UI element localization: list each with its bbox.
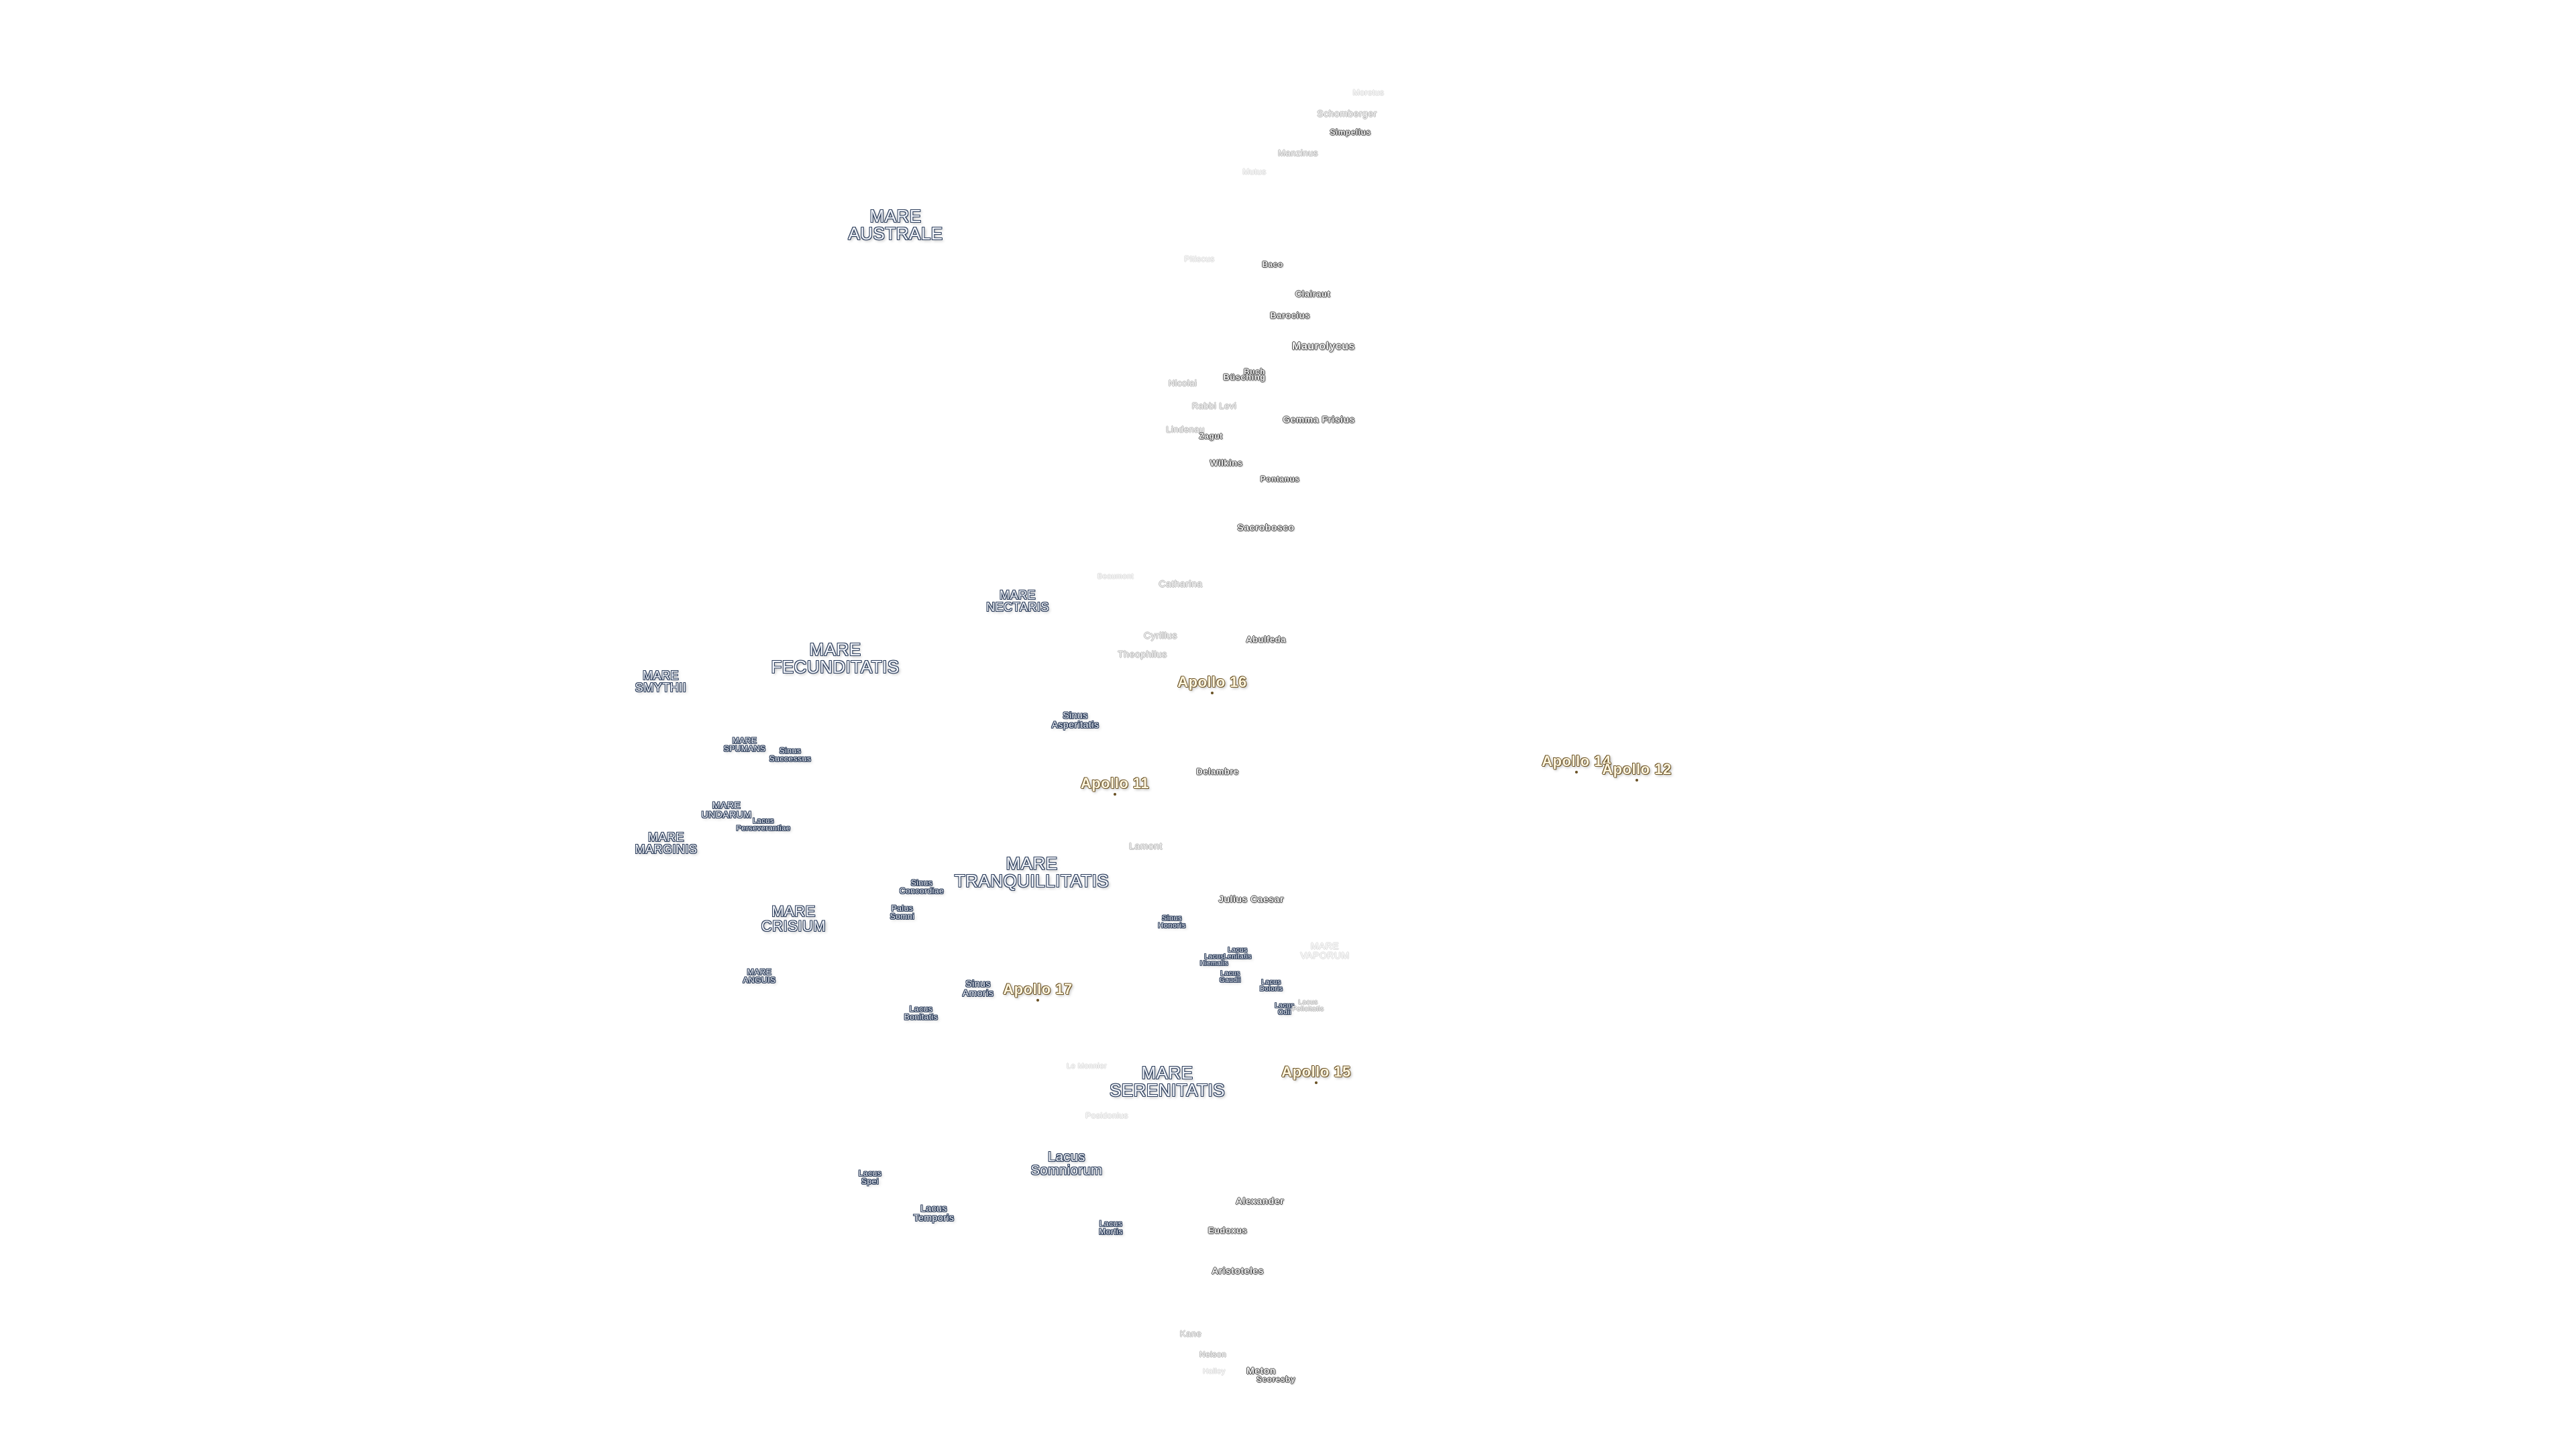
- map-label-catharina: Catharina: [1159, 578, 1203, 589]
- map-label-lacus-odii: Lacus Odii: [1275, 1002, 1295, 1016]
- map-label-clairaut: Clairaut: [1295, 288, 1331, 299]
- map-label-rabbi-levi: Rabbi Levi: [1191, 400, 1237, 411]
- map-label-lacus-bonitatis: Lacus Bonitatis: [904, 1004, 938, 1022]
- map-label-palus-somni: Palus Somni: [890, 904, 915, 921]
- map-label-julius-caesar: Julius Caesar: [1218, 894, 1284, 904]
- map-label-baco: Baco: [1262, 260, 1283, 269]
- apollo-site-apollo-16: Apollo 16: [1177, 674, 1247, 690]
- map-label-sinus-concordiae: Sinus Concordiae: [899, 878, 945, 896]
- landing-site-marker-icon: [1635, 779, 1638, 782]
- map-label-scoresby: Scoresby: [1256, 1375, 1296, 1384]
- map-label-nicolai: Nicolai: [1168, 378, 1197, 388]
- map-label-sinus-successus: Sinus Successus: [769, 746, 812, 763]
- map-label-moretus: Moretus: [1352, 88, 1385, 97]
- map-label-lacus-somniorum: Lacus Somniorum: [1030, 1150, 1103, 1178]
- apollo-site-apollo-15: Apollo 15: [1281, 1063, 1351, 1080]
- map-label-sinus-asperitatis: Sinus Asperitatis: [1051, 710, 1099, 730]
- landing-site-marker-icon: [1575, 771, 1578, 773]
- map-label-wilkins: Wilkins: [1210, 458, 1243, 468]
- map-label-lacus-lenitatis: Lacus Lenitatis: [1224, 947, 1252, 961]
- map-label-mutus: Mutus: [1242, 167, 1267, 176]
- map-label-maurolycus: Maurolycus: [1292, 341, 1355, 352]
- map-label-b-sching: Büsching: [1223, 372, 1266, 382]
- landing-site-marker-icon: [1036, 999, 1039, 1002]
- map-label-mare-crisium: MARE CRISIUM: [761, 903, 826, 934]
- map-label-posidonius: Posidonius: [1085, 1111, 1128, 1120]
- map-label-lindenau: Lindenau: [1166, 424, 1205, 435]
- map-label-manzinus: Manzinus: [1278, 148, 1318, 158]
- map-label-halley: Halley: [1203, 1367, 1226, 1376]
- apollo-site-apollo-12: Apollo 12: [1602, 761, 1672, 777]
- map-label-lacus-hiemalis: Lacus Hiemalis: [1199, 953, 1229, 967]
- map-label-simpelius: Simpelius: [1330, 127, 1371, 137]
- map-label-meton: Meton: [1246, 1365, 1276, 1376]
- map-label-pitiscus: Pitiscus: [1184, 254, 1215, 264]
- map-label-abulfeda: Abulfeda: [1246, 634, 1286, 645]
- map-label-alexander: Alexander: [1235, 1195, 1285, 1206]
- apollo-site-apollo-17: Apollo 17: [1003, 981, 1073, 998]
- map-label-pontanus: Pontanus: [1260, 474, 1300, 484]
- map-label-lacus-mortis: Lacus Mortis: [1099, 1219, 1123, 1236]
- map-label-mare-australe: MARE AUSTRALE: [848, 206, 943, 244]
- map-label-mare-marginis: MARE MARGINIS: [635, 830, 698, 856]
- map-label-eudoxus: Eudoxus: [1208, 1225, 1248, 1236]
- landing-site-marker-icon: [1315, 1081, 1318, 1084]
- map-label-mare-spumans: MARE SPUMANS: [723, 736, 766, 753]
- map-label-sinus-amoris: Sinus Amoris: [962, 978, 994, 998]
- map-label-lacus-doloris: Lacus Doloris: [1259, 979, 1283, 993]
- map-label-mare-anguis: MARE ANGUIS: [743, 967, 776, 985]
- map-label-barocius: Barocius: [1270, 310, 1310, 321]
- map-label-le-monnier: Le Monnier: [1066, 1062, 1108, 1071]
- map-label-kane: Kane: [1179, 1328, 1202, 1339]
- map-label-mare-undarum: MARE UNDARUM: [701, 800, 752, 820]
- landing-site-marker-icon: [1114, 793, 1116, 796]
- map-label-lacus-spei: Lacus Spei: [858, 1169, 882, 1186]
- map-label-cyrillus: Cyrillus: [1144, 630, 1177, 641]
- map-label-lacus-temporis: Lacus Temporis: [913, 1203, 955, 1223]
- map-label-gemma-frisius: Gemma Frisius: [1283, 414, 1355, 425]
- map-label-mare-vaporum: MARE VAPORUM: [1300, 941, 1350, 961]
- map-label-aristoteles: Aristoteles: [1212, 1265, 1264, 1276]
- map-label-lacus-gaudii: Lacus Gaudii: [1220, 970, 1241, 984]
- map-label-buch: Buch: [1244, 367, 1265, 376]
- map-label-mare-tranquillitatis: MARE TRANQUILLITATIS: [954, 853, 1110, 891]
- map-label-mare-smythii: MARE SMYTHII: [635, 669, 687, 694]
- map-label-lacus-perseverantiae: Lacus Perseverantiae: [736, 817, 791, 833]
- map-label-delambre: Delambre: [1196, 766, 1239, 777]
- map-label-mare-fecunditatis: MARE FECUNDITATIS: [771, 639, 900, 677]
- map-label-sinus-honoris: Sinus Honoris: [1158, 914, 1186, 930]
- map-label-lamont: Lamont: [1129, 841, 1163, 851]
- map-label-mare-serenitatis: MARE SERENITATIS: [1109, 1063, 1226, 1100]
- apollo-site-apollo-11: Apollo 11: [1080, 775, 1150, 792]
- map-label-zagut: Zagut: [1199, 431, 1223, 441]
- landing-site-marker-icon: [1211, 692, 1214, 694]
- map-label-lacus-felicitatis: Lacus Felicitatis: [1292, 999, 1324, 1013]
- map-label-mare-nectaris: MARE NECTARIS: [986, 588, 1049, 614]
- map-label-theophilus: Theophilus: [1118, 649, 1167, 659]
- map-label-nelson: Nelson: [1199, 1350, 1227, 1359]
- apollo-site-apollo-14: Apollo 14: [1542, 753, 1611, 769]
- map-label-beaumont: Beaumont: [1097, 572, 1134, 581]
- map-label-schomberger: Schomberger: [1317, 108, 1377, 119]
- map-label-sacrobosco: Sacrobosco: [1237, 522, 1295, 533]
